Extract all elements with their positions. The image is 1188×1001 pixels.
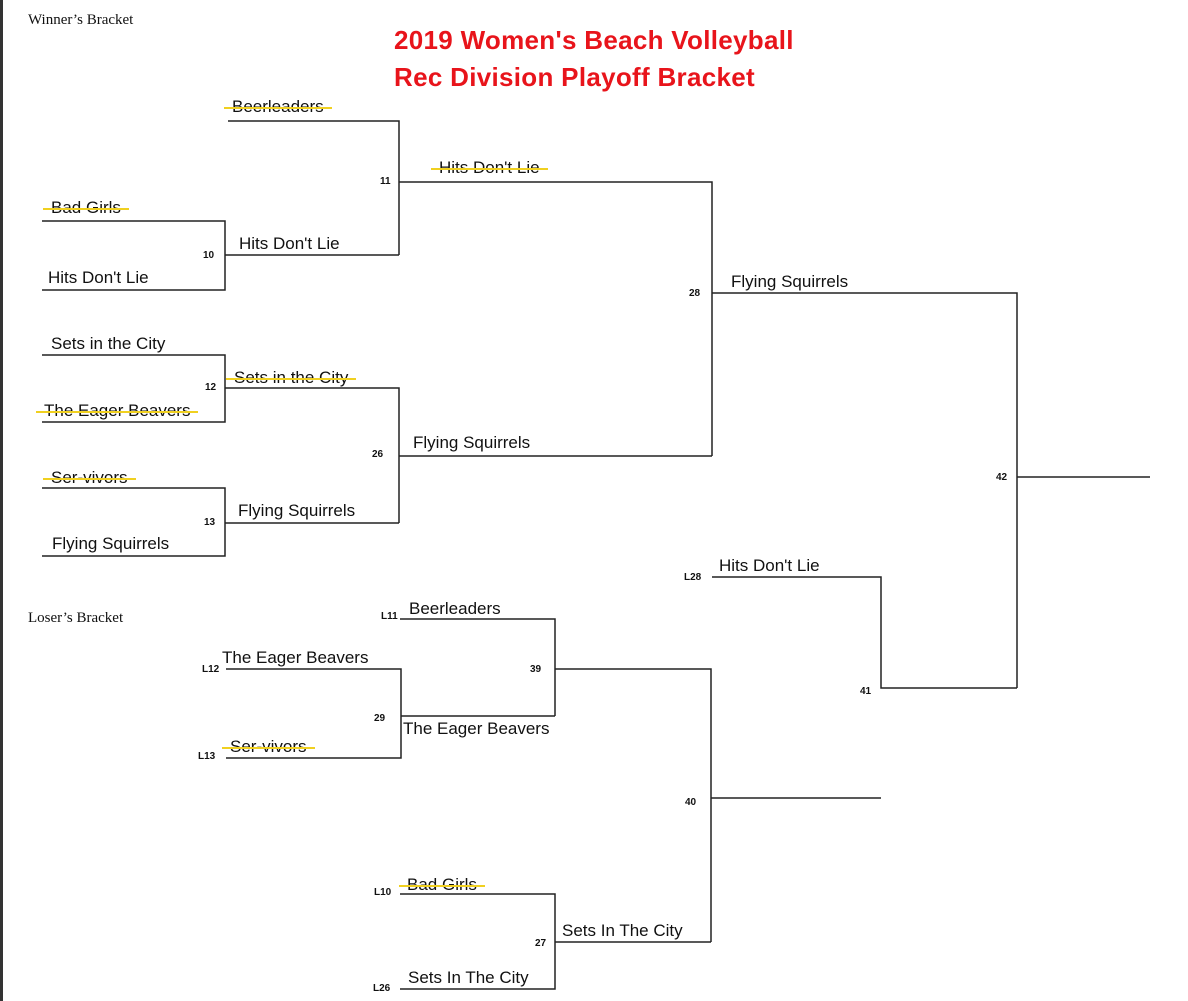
team-slot: Flying Squirrels	[731, 272, 849, 291]
game-number: 11	[380, 176, 391, 187]
game-number: 28	[689, 288, 701, 299]
team-slot: Flying Squirrels	[238, 501, 356, 520]
game-number: 40	[685, 797, 697, 808]
game-number: 26	[372, 449, 384, 460]
team-slot: Hits Don't Lie	[431, 158, 548, 177]
losers-bracket-label: Loser’s Bracket	[28, 610, 124, 626]
bracket-line	[225, 387, 400, 523]
game-number: L10	[374, 887, 392, 898]
team-slot: Bad Girls	[399, 875, 485, 894]
game-number: 12	[205, 382, 217, 393]
game-number: L28	[684, 572, 702, 583]
team-slot: Hits Don't Lie	[48, 268, 149, 287]
game-number: 27	[535, 938, 547, 949]
team-slot: Flying Squirrels	[413, 433, 531, 452]
game-number: L13	[198, 751, 216, 762]
team-slot: Ser-vivors	[43, 468, 135, 487]
team-slot: Sets In The City	[562, 921, 683, 940]
team-slot: Flying Squirrels	[52, 534, 170, 553]
bracket-line	[226, 668, 402, 759]
team-slot: Beerleaders	[409, 599, 501, 618]
bracket-line	[400, 618, 556, 716]
page-title-line2: Rec Division Playoff Bracket	[394, 62, 755, 92]
bracket-line	[712, 292, 1018, 688]
bracket-line	[555, 668, 712, 942]
bracket-line	[712, 576, 1017, 689]
game-number: 29	[374, 713, 386, 724]
team-slot: Sets in the City	[225, 368, 357, 387]
game-number: 41	[860, 686, 872, 697]
game-number: L11	[381, 611, 398, 622]
game-number: 42	[996, 472, 1008, 483]
bracket-line	[42, 487, 226, 557]
team-slot: Hits Don't Lie	[719, 556, 820, 575]
bracket-line	[228, 120, 400, 255]
team-slot: The Eager Beavers	[222, 648, 369, 667]
bracket-line	[399, 181, 713, 456]
game-number: L12	[202, 664, 220, 675]
game-number: L26	[373, 983, 391, 994]
team-slot: Sets In The City	[408, 968, 529, 987]
game-number: 39	[530, 664, 542, 675]
winners-bracket-label: Winner’s Bracket	[28, 12, 134, 28]
team-slot: Hits Don't Lie	[239, 234, 340, 253]
game-number: 10	[203, 250, 215, 261]
team-slot: Sets in the City	[51, 334, 166, 353]
team-slot: Bad Girls	[43, 198, 129, 217]
team-slot: Beerleaders	[224, 97, 332, 116]
game-number: 13	[204, 517, 216, 528]
team-slot: Ser-vivors	[222, 737, 314, 756]
team-slot: The Eager Beavers	[35, 401, 199, 420]
team-slot: The Eager Beavers	[403, 719, 550, 738]
page-title-line1: 2019 Women's Beach Volleyball	[394, 25, 794, 55]
page-border	[0, 0, 3, 1001]
